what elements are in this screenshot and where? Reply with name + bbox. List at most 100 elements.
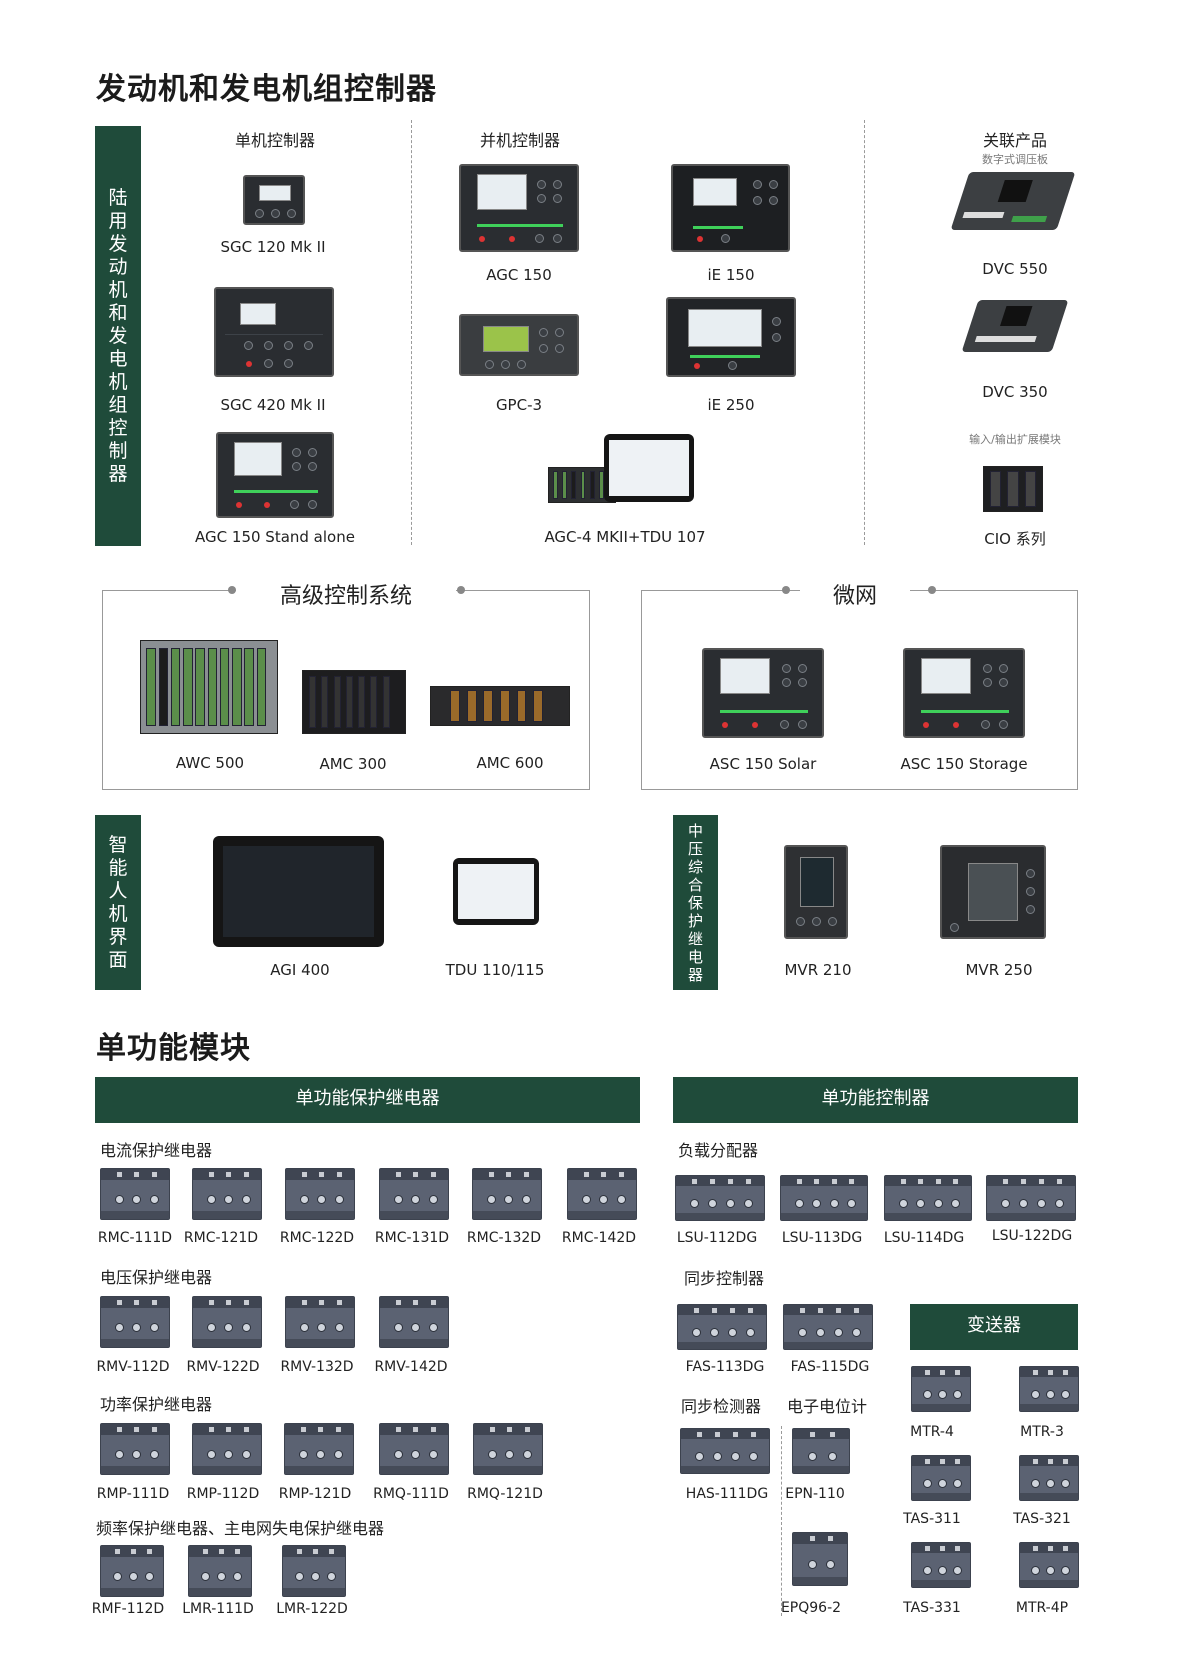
bar-transducers: 变送器 <box>910 1304 1078 1350</box>
column-heading-single: 单机控制器 <box>234 131 315 150</box>
product-label-agc150-standalone: AGC 150 Stand alone <box>195 528 355 546</box>
product-label-voltage: RMV-142D <box>374 1359 448 1375</box>
transducers-module-image <box>1019 1542 1079 1588</box>
current-module-image <box>100 1168 170 1220</box>
power-module-image <box>379 1423 449 1475</box>
product-label-power: RMP-111D <box>96 1486 170 1502</box>
voltage-module-image <box>192 1296 262 1348</box>
divider-dashed <box>864 120 865 545</box>
freq-module-image <box>100 1545 164 1597</box>
divider-dashed <box>781 1426 782 1616</box>
product-label-transducers: MTR-3 <box>1020 1424 1064 1440</box>
sgc120-device-image <box>243 175 305 225</box>
agi400-display-image <box>213 836 384 947</box>
product-label-amc600: AMC 600 <box>476 754 544 772</box>
amc600-rack-image <box>430 686 570 726</box>
transducers-module-image <box>1019 1455 1079 1501</box>
load-module-image <box>884 1175 972 1221</box>
load-module-image <box>986 1175 1076 1221</box>
frame-dot <box>228 586 236 594</box>
mvr210-device-image <box>784 845 848 939</box>
advanced-control-title: 高级控制系统 <box>236 578 456 610</box>
bar-single-controllers: 单功能控制器 <box>673 1077 1078 1123</box>
product-label-pot: EPQ96-2 <box>780 1600 842 1616</box>
product-label-freq: LMR-111D <box>182 1601 254 1617</box>
tdu110-display-image <box>453 858 539 925</box>
bar-protection-relays: 单功能保护继电器 <box>95 1077 640 1123</box>
product-label-transducers: TAS-321 <box>1013 1511 1071 1527</box>
product-label-transducers: MTR-4 <box>910 1424 954 1440</box>
power-module-image <box>284 1423 354 1475</box>
column-heading-related: 关联产品 <box>982 131 1047 150</box>
current-module-image <box>379 1168 449 1220</box>
transducers-module-image <box>911 1455 971 1501</box>
product-label-load: LSU-122DG <box>991 1228 1073 1244</box>
product-label-ie250: iE 250 <box>707 396 755 414</box>
product-label-current: RMC-121D <box>183 1230 259 1246</box>
product-label-ie150: iE 150 <box>707 266 755 284</box>
product-label-agi400: AGI 400 <box>270 961 330 979</box>
current-module-image <box>567 1168 637 1220</box>
voltage-module-image <box>285 1296 355 1348</box>
product-label-power: RMP-112D <box>186 1486 260 1502</box>
dvc350-board-image <box>961 300 1069 352</box>
product-label-cio: CIO 系列 <box>984 530 1046 548</box>
product-label-mvr250: MVR 250 <box>965 961 1033 979</box>
section-title-single-function: 单功能模块 <box>96 1031 251 1066</box>
product-label-transducers: TAS-331 <box>903 1600 961 1616</box>
column-heading-parallel: 并机控制器 <box>479 131 560 150</box>
transducers-module-image <box>911 1542 971 1588</box>
product-label-current: RMC-132D <box>466 1230 542 1246</box>
product-label-freq: RMF-112D <box>91 1601 165 1617</box>
ie150-device-image <box>671 164 790 252</box>
side-label-hmi: 智能人机界面 <box>95 815 141 990</box>
current-module-image <box>192 1168 262 1220</box>
product-label-amc300: AMC 300 <box>319 755 387 773</box>
current-module-image <box>472 1168 542 1220</box>
category-power-relays: 功率保护继电器 <box>100 1395 213 1414</box>
asc150-solar-device-image <box>702 648 824 738</box>
category-e-potentiometers: 电子电位计 <box>787 1397 868 1416</box>
agc150-device-image <box>459 164 579 252</box>
product-label-sgc420: SGC 420 Mk II <box>220 396 326 414</box>
awc500-rack-image <box>140 640 278 734</box>
transducers-module-image <box>911 1366 971 1412</box>
category-sync-controllers: 同步控制器 <box>684 1269 765 1288</box>
agc150-standalone-device-image <box>216 432 334 518</box>
check-module-image <box>680 1428 770 1474</box>
product-label-transducers: MTR-4P <box>1015 1600 1069 1616</box>
pot-module-image <box>792 1428 850 1474</box>
transducers-module-image <box>1019 1366 1079 1412</box>
product-label-current: RMC-131D <box>374 1230 450 1246</box>
product-label-sync: FAS-115DG <box>790 1359 870 1375</box>
cio-module-image <box>983 466 1043 512</box>
sgc420-device-image <box>214 287 334 377</box>
product-label-voltage: RMV-112D <box>96 1359 170 1375</box>
product-label-check: HAS-111DG <box>685 1486 769 1502</box>
product-label-power: RMQ-111D <box>373 1486 449 1502</box>
gpc3-device-image <box>459 314 579 376</box>
product-label-gpc3: GPC-3 <box>495 396 543 414</box>
product-label-current: RMC-111D <box>97 1230 173 1246</box>
product-label-pot: EPN-110 <box>785 1486 845 1502</box>
category-frequency-relays: 频率保护继电器、主电网失电保护继电器 <box>96 1519 385 1538</box>
product-label-asc150-solar: ASC 150 Solar <box>709 755 817 773</box>
product-label-agc4-tdu107: AGC-4 MKII+TDU 107 <box>544 528 706 546</box>
ie250-device-image <box>666 297 796 377</box>
sync-module-image <box>677 1304 767 1350</box>
related-subheading-io: 输入/输出扩展模块 <box>969 433 1061 446</box>
product-label-dvc350: DVC 350 <box>982 383 1048 401</box>
category-current-relays: 电流保护继电器 <box>100 1141 213 1160</box>
product-label-current: RMC-122D <box>279 1230 355 1246</box>
frame-dot <box>782 586 790 594</box>
product-label-load: LSU-113DG <box>781 1230 863 1246</box>
category-load-sharers: 负载分配器 <box>678 1141 759 1160</box>
product-label-sync: FAS-113DG <box>685 1359 765 1375</box>
category-sync-checkers: 同步检测器 <box>681 1397 762 1416</box>
amc300-rack-image <box>302 670 406 734</box>
product-label-power: RMP-121D <box>278 1486 352 1502</box>
product-label-tdu110: TDU 110/115 <box>445 961 545 979</box>
load-module-image <box>675 1175 765 1221</box>
voltage-module-image <box>100 1296 170 1348</box>
product-label-sgc120: SGC 120 Mk II <box>220 238 326 256</box>
